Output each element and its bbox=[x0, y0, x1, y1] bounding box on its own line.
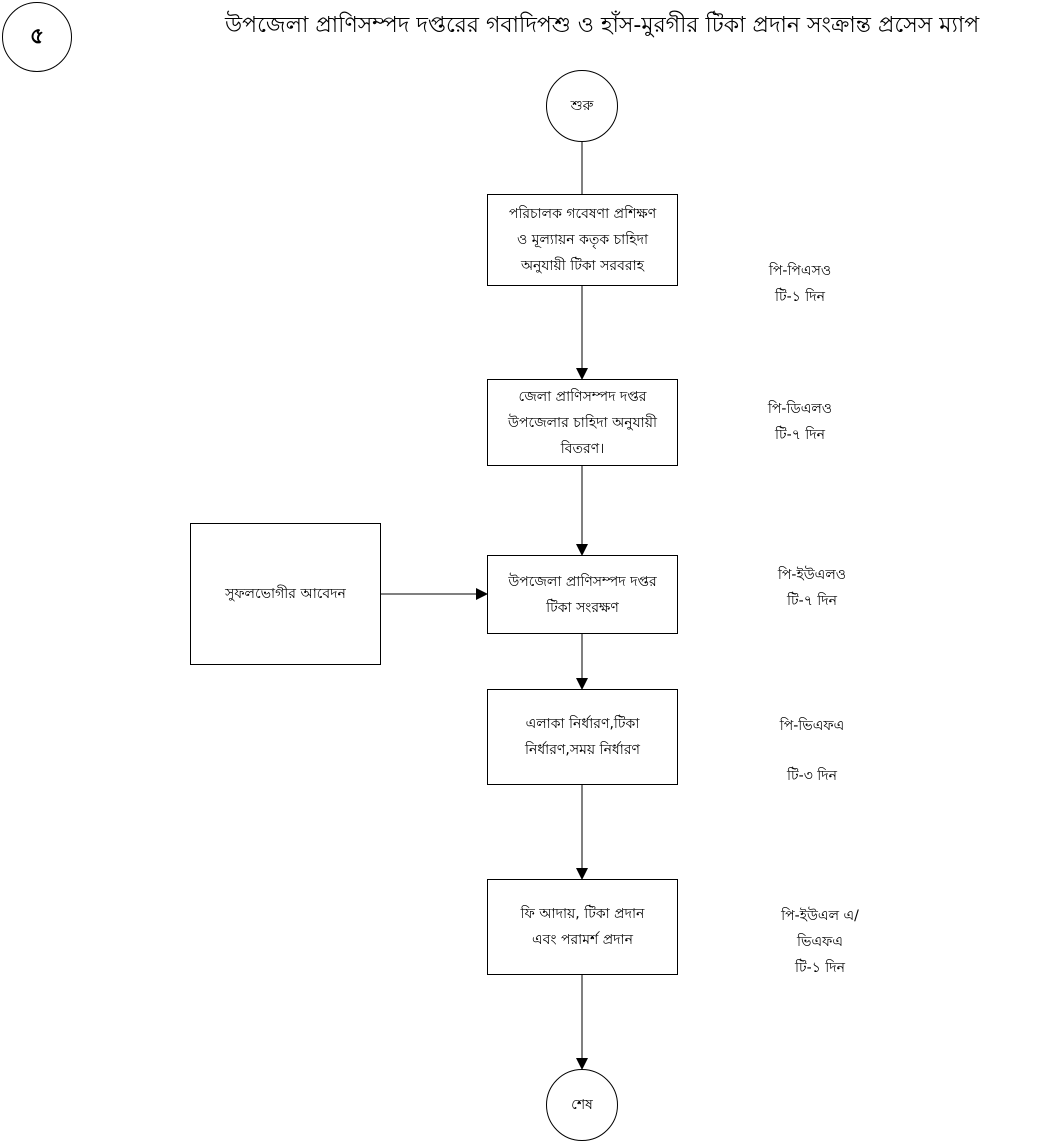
step-4-line-1: এলাকা নির্ধারণ,টিকা bbox=[525, 716, 640, 732]
step-5-note-line-2: ভিএফএ bbox=[797, 934, 843, 950]
step-2-note-line-1: পি-ডিএলও bbox=[767, 401, 833, 417]
step-1-note: পি-পিএসও টি-১ দিন bbox=[740, 258, 860, 310]
beneficiary-application-label: সুফলভোগীর আবেদন bbox=[225, 586, 346, 602]
step-4-note-line-3: টি-৩ দিন bbox=[787, 768, 837, 784]
step-3-line-2: টিকা সংরক্ষণ bbox=[546, 599, 619, 616]
start-label: শুরু bbox=[570, 98, 594, 114]
step-2-note: পি-ডিএলও টি-৭ দিন bbox=[740, 396, 860, 448]
end-label: শেষ bbox=[571, 1097, 593, 1113]
step-4-note-line-2 bbox=[752, 739, 872, 764]
step-2-line-2: উপজেলার চাহিদা অনুযায়ী bbox=[508, 414, 657, 431]
step-1-box: পরিচালক গবেষণা প্রশিক্ষণ ও মূল্যায়ন কতৃ… bbox=[487, 194, 678, 286]
step-1-note-line-2: টি-১ দিন bbox=[775, 289, 825, 305]
start-node: শুরু bbox=[546, 70, 618, 142]
step-1-line-2: ও মূল্যায়ন কতৃক চাহিদা bbox=[516, 232, 649, 248]
step-2-line-3: বিতরণ। bbox=[560, 440, 605, 457]
step-4-note-line-1: পি-ভিএফএ bbox=[779, 718, 845, 734]
step-4-line-2: নির্ধারণ,সময় নির্ধারণ bbox=[524, 742, 641, 758]
step-5-line-1: ফি আদায়, টিকা প্রদান bbox=[520, 906, 645, 922]
page-number-text: ৫ bbox=[29, 23, 45, 49]
step-5-box: ফি আদায়, টিকা প্রদান এবং পরামর্শ প্রদান bbox=[487, 879, 678, 975]
step-1-line-1: পরিচালক গবেষণা প্রশিক্ষণ bbox=[508, 206, 657, 222]
step-1-note-line-1: পি-পিএসও bbox=[768, 263, 832, 279]
step-2-box: জেলা প্রাণিসম্পদ দপ্তর উপজেলার চাহিদা অন… bbox=[487, 379, 678, 466]
step-3-line-1: উপজেলা প্রাণিসম্পদ দপ্তর bbox=[508, 573, 657, 590]
step-5-line-2: এবং পরামর্শ প্রদান bbox=[532, 932, 633, 948]
step-3-note: পি-ইউএলও টি-৭ দিন bbox=[752, 562, 872, 614]
step-3-box: উপজেলা প্রাণিসম্পদ দপ্তর টিকা সংরক্ষণ bbox=[487, 555, 678, 634]
step-2-line-1: জেলা প্রাণিসম্পদ দপ্তর bbox=[518, 388, 647, 405]
step-3-note-line-1: পি-ইউএলও bbox=[777, 567, 847, 583]
step-4-note: পি-ভিএফএ টি-৩ দিন bbox=[752, 714, 872, 789]
page-title: উপজেলা প্রাণিসম্পদ দপ্তরের গবাদিপশু ও হা… bbox=[225, 13, 980, 38]
beneficiary-application-box: সুফলভোগীর আবেদন bbox=[190, 523, 381, 665]
step-3-note-line-2: টি-৭ দিন bbox=[787, 593, 837, 609]
step-5-note: পি-ইউএল এ/ ভিএফএ টি-১ দিন bbox=[760, 903, 880, 981]
step-4-box: এলাকা নির্ধারণ,টিকা নির্ধারণ,সময় নির্ধা… bbox=[487, 689, 678, 785]
step-5-note-line-1: পি-ইউএল এ/ bbox=[781, 908, 859, 924]
step-5-note-line-3: টি-১ দিন bbox=[795, 960, 845, 976]
end-node: শেষ bbox=[546, 1069, 618, 1141]
page-number: ৫ bbox=[2, 2, 72, 72]
step-2-note-line-2: টি-৭ দিন bbox=[775, 427, 825, 443]
step-1-line-3: অনুযায়ী টিকা সরবরাহ bbox=[520, 258, 645, 274]
